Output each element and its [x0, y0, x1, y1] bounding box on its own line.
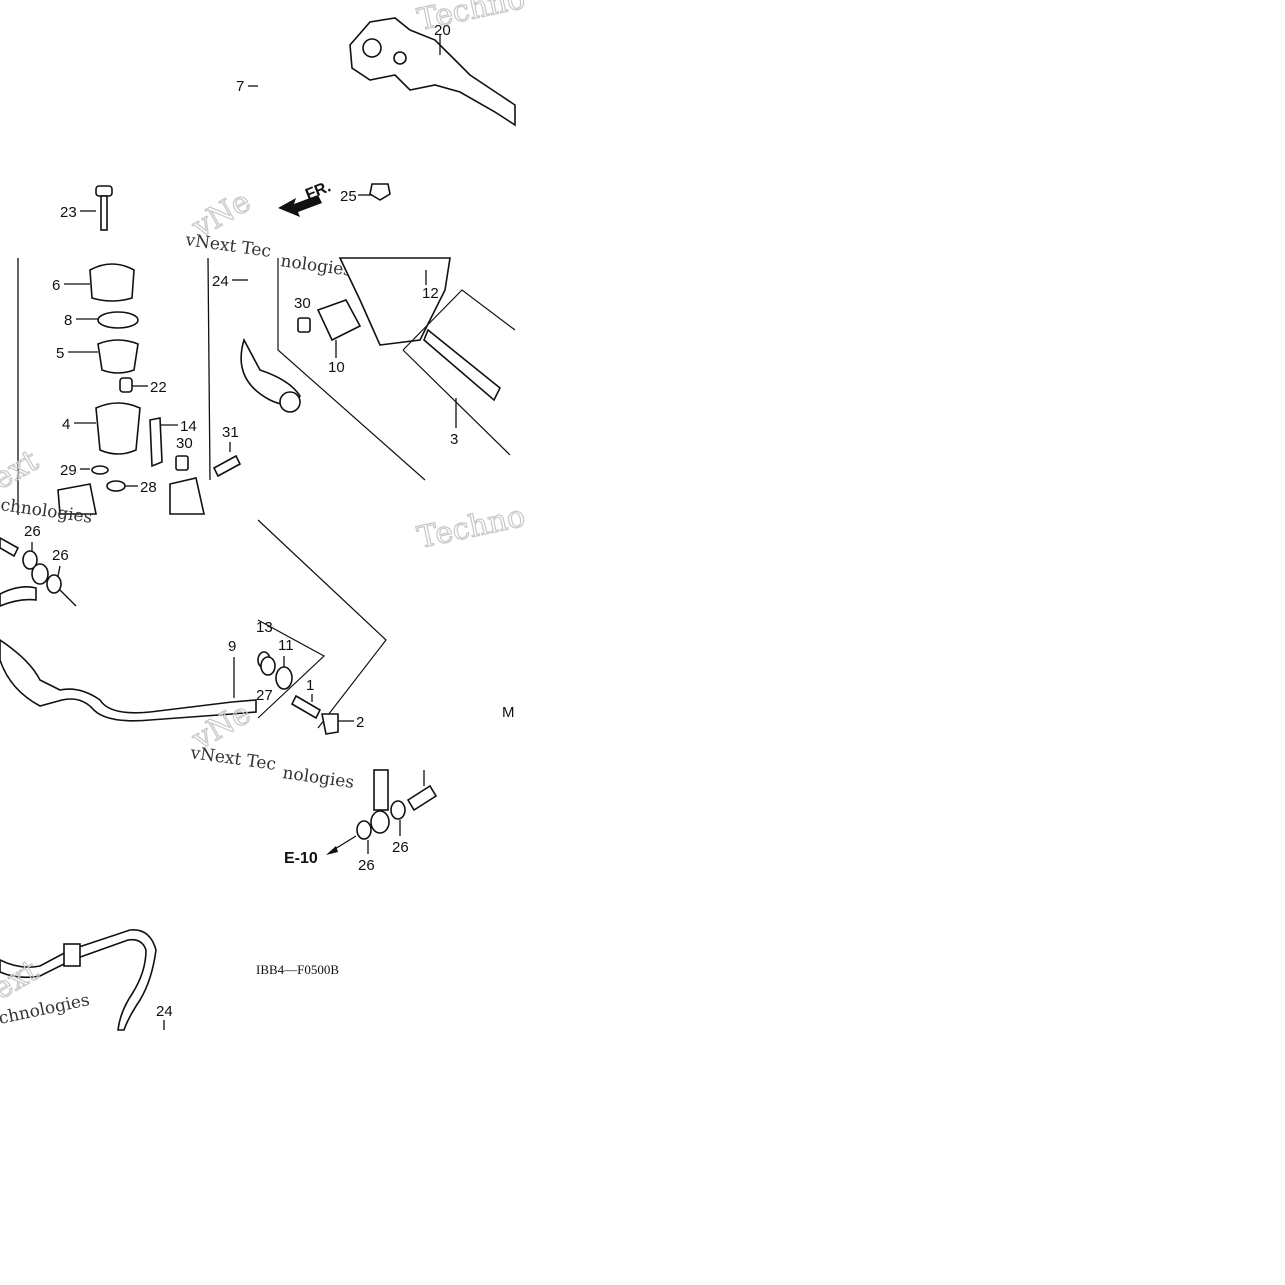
banjo-fitting-lower — [370, 810, 390, 834]
holder-14 — [149, 417, 163, 468]
screw-30b — [297, 317, 311, 333]
callout-5: 5 — [56, 345, 64, 362]
callout-12: 12 — [422, 285, 439, 302]
arrow-out — [59, 589, 77, 607]
washer-26d — [390, 800, 406, 820]
frame-right — [207, 257, 211, 481]
switch-10 — [316, 299, 362, 342]
diagram-code: IBB4—F0500B — [256, 962, 339, 977]
reservoir-cap-6 — [89, 263, 135, 302]
callout-2: 2 — [356, 714, 364, 731]
brake-hose-9 — [0, 639, 257, 722]
callout-23: 23 — [60, 204, 77, 221]
callout-13: 13 — [256, 619, 273, 636]
callout-6: 6 — [52, 277, 60, 294]
brake-lever-body — [349, 17, 516, 127]
bolt-31 — [212, 454, 242, 478]
frame-piston-top — [402, 289, 516, 351]
callout-30a: 30 — [176, 435, 193, 452]
callout-28: 28 — [140, 479, 157, 496]
plate-8 — [97, 311, 139, 329]
nut-2 — [321, 713, 339, 735]
callout-26b: 26 — [52, 547, 69, 564]
callout-20: 20 — [434, 22, 451, 39]
oring-29 — [91, 465, 109, 475]
ref-e10: E-10 — [284, 850, 318, 867]
callout-24b: 24 — [156, 1003, 173, 1020]
callout-7: 7 — [236, 78, 244, 95]
seal-27 — [260, 656, 276, 676]
callout-9: 9 — [228, 638, 236, 655]
pivot-bolt-head-23 — [95, 185, 113, 197]
frame-seal — [257, 619, 326, 719]
callout-26c: 26 — [358, 857, 375, 874]
callout-27: 27 — [256, 687, 273, 704]
hose-upper-stub — [0, 586, 37, 607]
diaphragm-5 — [97, 339, 139, 374]
callout-26a: 26 — [24, 523, 41, 540]
joint-right — [169, 477, 205, 515]
edge-m-label: M — [502, 704, 515, 721]
washer-26c — [356, 820, 372, 840]
callout-22: 22 — [150, 379, 167, 396]
callout-1: 1 — [306, 677, 314, 694]
callout-25: 25 — [340, 188, 357, 205]
leader-26b — [57, 565, 61, 577]
callout-24a: 24 — [212, 273, 229, 290]
callout-31: 31 — [222, 424, 239, 441]
joint-left — [57, 483, 97, 515]
hose-end-lower — [373, 769, 389, 811]
callout-29: 29 — [60, 462, 77, 479]
screw-30a — [175, 455, 189, 471]
screw-22 — [119, 377, 133, 393]
boot-11 — [275, 666, 293, 690]
callout-8: 8 — [64, 312, 72, 329]
frame-cylinder-left — [277, 258, 426, 481]
front-arrow-area: FR. 25 23 — [60, 178, 391, 231]
callout-26d: 26 — [392, 839, 409, 856]
callout-11: 11 — [278, 637, 294, 654]
callout-4: 4 — [62, 416, 70, 433]
hose-ferrule — [63, 943, 81, 967]
pushrod-1 — [290, 694, 322, 720]
tile-master-cylinder: nologies 24 12 30 10 3 — [212, 251, 516, 481]
oring-28 — [106, 480, 126, 492]
lever-bolt — [393, 51, 407, 65]
callout-10: 10 — [328, 359, 345, 376]
pivot-bolt-shank-23 — [100, 195, 108, 231]
front-arrow-icon — [278, 195, 322, 217]
callout-3: 3 — [450, 431, 458, 448]
banjo-fitting-upper — [31, 563, 49, 585]
washer-26b — [46, 574, 62, 594]
piston-spring-3 — [423, 328, 502, 402]
rubber-cap-25 — [369, 183, 391, 201]
callout-30b: 30 — [294, 295, 311, 312]
bolt-left-upper — [0, 537, 20, 558]
lever-pivot — [362, 38, 382, 58]
knob-end — [279, 391, 301, 413]
callout-14: 14 — [180, 418, 197, 435]
reservoir-4 — [95, 402, 141, 455]
arrow-e10-icon — [326, 846, 338, 855]
tile-top-lever: Techno 20 7 — [236, 0, 529, 127]
cylinder-body — [338, 257, 451, 346]
banjo-bolt — [406, 784, 438, 812]
frame-outer — [257, 519, 387, 729]
washer-26a — [22, 550, 38, 570]
